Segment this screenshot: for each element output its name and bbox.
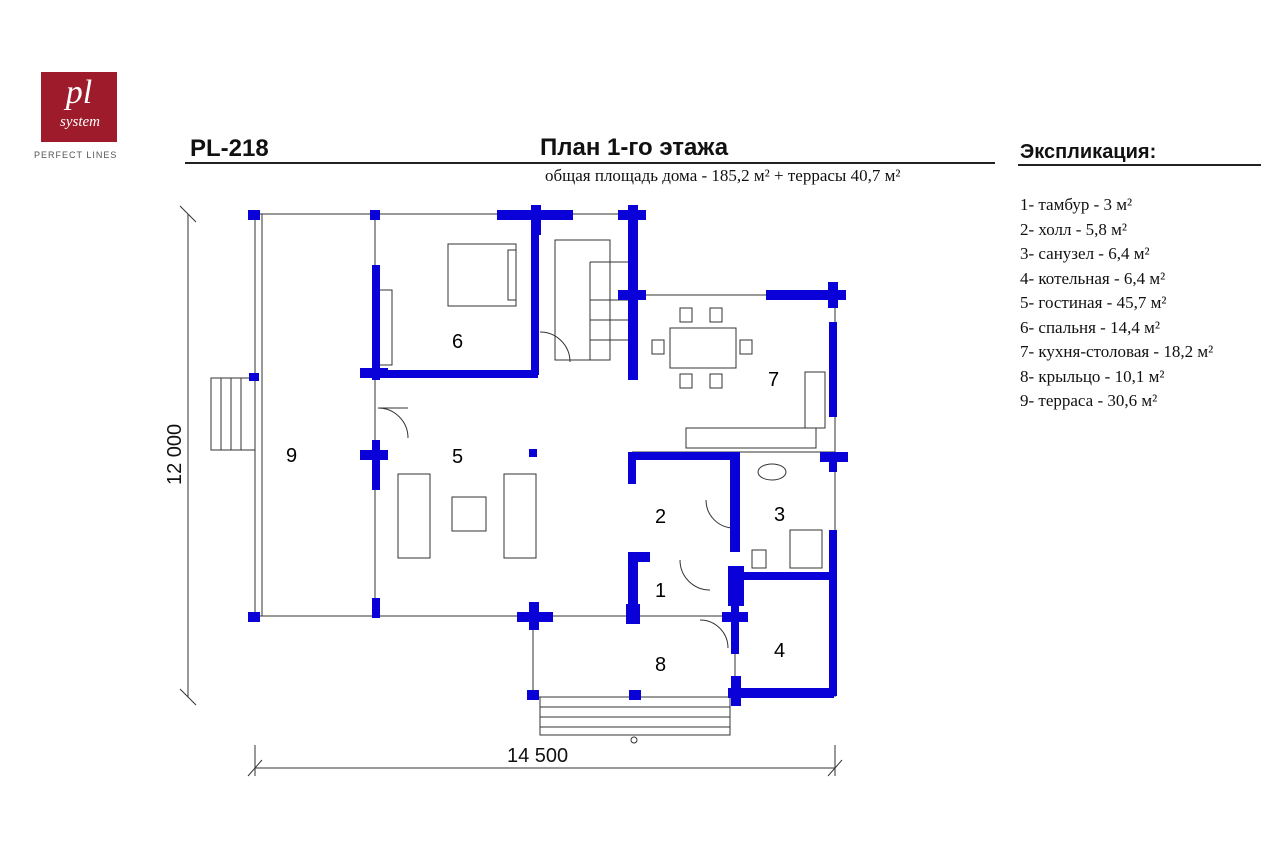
logo-sub-text: system xyxy=(60,114,100,130)
explication-item: 1- тамбур - 3 м² xyxy=(1020,195,1133,214)
logo-mark xyxy=(41,72,117,142)
title-divider xyxy=(185,162,995,164)
explication-item: 2- холл - 5,8 м² xyxy=(1020,219,1128,239)
logo-mark-text: pl xyxy=(65,74,93,111)
room-label-7: 7 xyxy=(768,369,779,391)
dimension-height: 12 000 xyxy=(164,423,186,485)
explication-item: 8- крыльцо - 10,1 м² xyxy=(1020,366,1165,386)
room-label-9: 9 xyxy=(286,445,297,467)
explication-item: 9- терраса - 30,6 м² xyxy=(1020,391,1158,410)
room-label-5: 5 xyxy=(452,446,463,468)
room-label-4: 4 xyxy=(774,640,785,662)
plan-walls xyxy=(248,205,848,706)
explication-item: 6- спальня - 14,4 м² xyxy=(1020,317,1160,337)
explication-item: 4- котельная - 6,4 м² xyxy=(1020,268,1166,288)
room-label-2: 2 xyxy=(655,506,666,528)
explication-item: 7- кухня-столовая - 18,2 м² xyxy=(1020,342,1214,361)
explication-list: 1- тамбур - 3 м² 2- холл - 5,8 м² 3- сан… xyxy=(1020,193,1213,414)
explication-item: 3- санузел - 6,4 м² xyxy=(1020,244,1150,263)
logo-tagline: PERFECT LINES xyxy=(34,150,118,160)
explication-title: Экспликация: xyxy=(1020,141,1157,163)
dimension-width: 14 500 xyxy=(507,745,569,767)
company-logo: pl system PERFECT LINES xyxy=(0,62,165,162)
room-label-8: 8 xyxy=(655,654,666,676)
room-label-1: 1 xyxy=(655,580,666,602)
area-summary: общая площадь дома - 185,2 м² + террасы … xyxy=(545,166,901,185)
explication-item: 5- гостиная - 45,7 м² xyxy=(1020,293,1167,312)
room-label-3: 3 xyxy=(774,504,785,526)
plan-title: План 1-го этажа xyxy=(540,134,729,161)
project-code: PL-218 xyxy=(190,135,269,162)
room-label-6: 6 xyxy=(452,331,463,353)
explication-divider xyxy=(1018,164,1261,166)
